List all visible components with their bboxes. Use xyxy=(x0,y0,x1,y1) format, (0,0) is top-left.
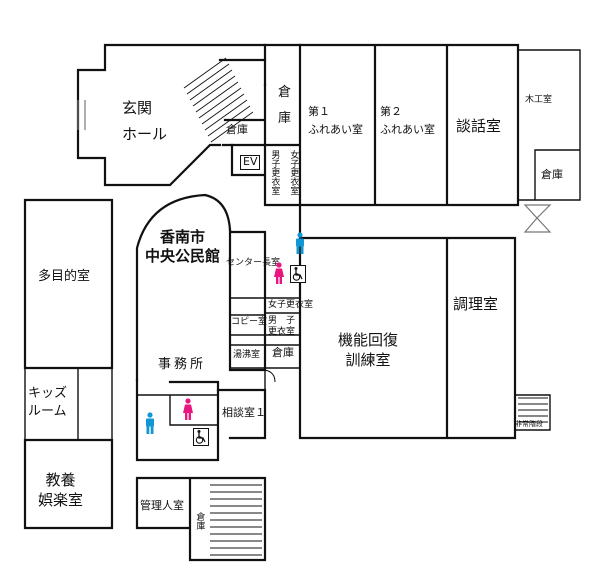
wall-office-bottom xyxy=(135,378,220,462)
room-jimusho: 事務所 xyxy=(158,357,207,372)
room-souko-top: 倉 庫 xyxy=(278,85,292,126)
room-souko-stair: 倉庫 xyxy=(226,123,248,136)
room-copy: コピー室 xyxy=(231,317,268,327)
window-entrance xyxy=(77,100,86,130)
wall-office-arc xyxy=(135,193,232,382)
room-kinou: 機能回復 訓練室 xyxy=(338,331,399,369)
wheelchair-icon-2 xyxy=(193,428,209,446)
stair-entrance xyxy=(183,57,254,143)
room-souko-mid: 倉庫 xyxy=(272,346,294,359)
female-restroom-icon-2 xyxy=(183,398,193,420)
wall-restroom-block xyxy=(136,394,219,426)
wall-right-block xyxy=(298,236,517,440)
male-restroom-icon xyxy=(296,232,304,254)
door-emergency xyxy=(523,204,552,233)
stair-bottom xyxy=(210,484,262,556)
room-center-cho: センター長室 xyxy=(226,258,281,268)
room-danwa: 談話室 xyxy=(456,117,502,135)
room-kyouyou: 教養 娯楽室 xyxy=(38,471,84,509)
wall-kyouyou xyxy=(23,438,114,530)
room-emergency-stair: 非常階段 xyxy=(515,420,543,428)
room-danshi-koui-mid: 男 子 更衣室 xyxy=(268,316,296,337)
stair-emergency xyxy=(518,397,548,423)
wall-soudan xyxy=(216,388,267,440)
wall-entrance-stair xyxy=(218,58,267,147)
room-chouri: 調理室 xyxy=(453,295,499,313)
wall-top-rooms xyxy=(298,43,520,207)
wall-small-rooms xyxy=(229,297,301,369)
wall-emergency-box xyxy=(514,394,551,431)
room-joshi-koui-top: 女子更衣室 xyxy=(288,150,299,195)
wall-bottom-block xyxy=(135,476,267,562)
wheelchair-icon xyxy=(290,265,306,283)
room-danshi-koui: 男子更衣室 xyxy=(269,150,280,195)
room-center-title: 香南市 中央公民館 xyxy=(145,228,221,265)
room-kids: キッズ ルーム xyxy=(28,386,68,419)
room-soudan1: 相談室１ xyxy=(222,406,266,419)
room-tamokuteki: 多目的室 xyxy=(38,269,91,284)
room-kanrinin: 管理人室 xyxy=(140,499,184,512)
room-souko-right: 倉庫 xyxy=(541,168,563,181)
room-yutou: 湯沸室 xyxy=(233,350,261,360)
wall-office-right xyxy=(228,228,267,372)
room-fureai2: 第２ ふれあい室 xyxy=(380,105,435,136)
room-genkan-hall: 玄関 ホール xyxy=(122,99,168,143)
male-restroom-icon-2 xyxy=(146,412,154,434)
female-restroom-icon xyxy=(274,262,284,284)
room-mokko: 木工室 xyxy=(525,95,553,105)
room-ev: EV xyxy=(240,155,261,170)
room-joshi-koui-mid: 女子更衣室 xyxy=(268,300,314,310)
room-fureai1: 第１ ふれあい室 xyxy=(308,105,363,136)
wall-corridor-right xyxy=(264,369,301,439)
room-souko-bottom: 倉庫 xyxy=(194,512,205,530)
door-swing xyxy=(264,369,276,383)
wall-mokko xyxy=(517,49,581,201)
